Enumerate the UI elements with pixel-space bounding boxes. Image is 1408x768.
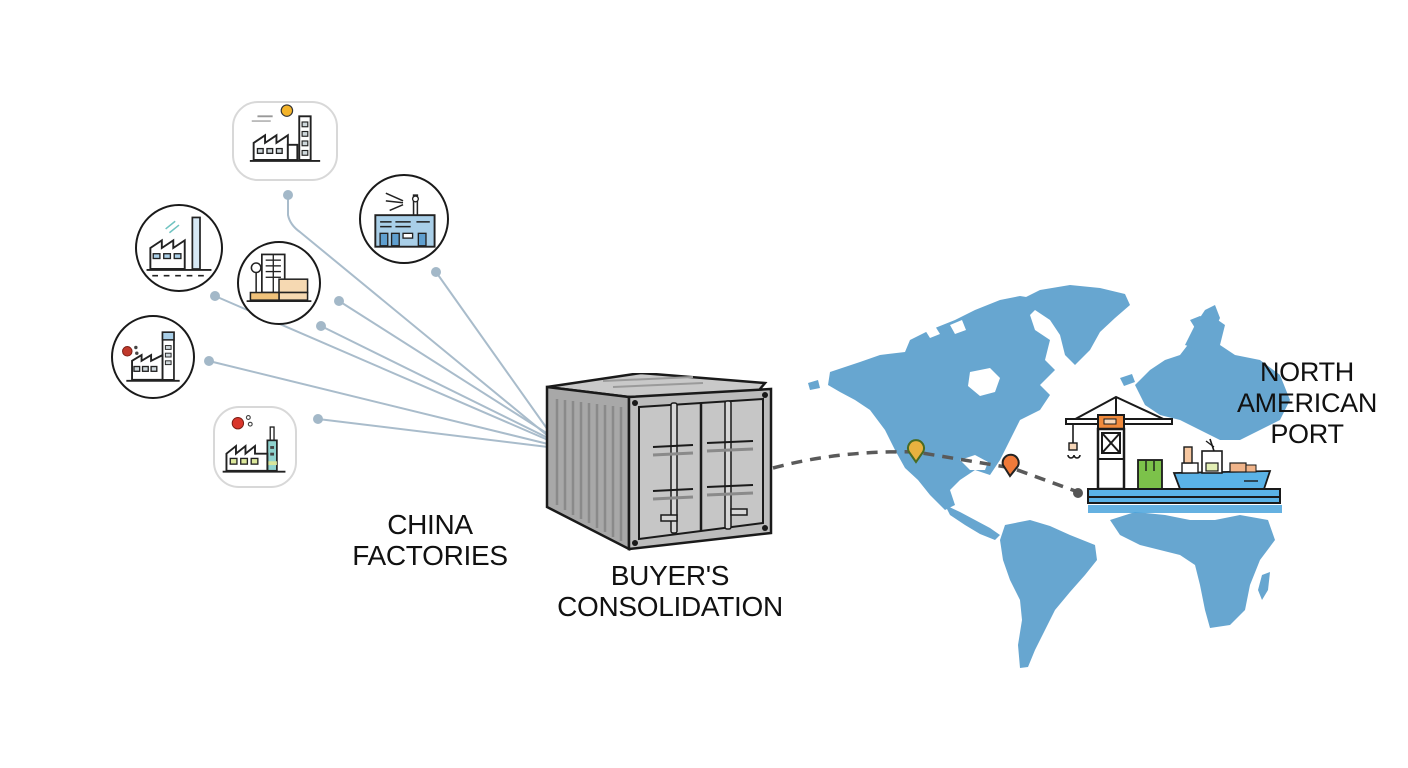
map-islands: [808, 380, 820, 390]
map-africa: [1110, 512, 1275, 628]
label-line: BUYER'S: [610, 560, 730, 591]
industrial-campus-icon: [246, 253, 312, 302]
connector-dot: [210, 291, 220, 301]
map-north-america: [828, 296, 1055, 510]
connector-dot: [316, 321, 326, 331]
factory-node-smog: [111, 315, 195, 399]
buyers-consolidation-label: BUYER'S CONSOLIDATION: [530, 560, 810, 622]
map-madagascar: [1258, 572, 1270, 600]
port-with-ship-icon: [1065, 395, 1282, 513]
connector-dot: [283, 190, 293, 200]
factory-with-chimney-icon: [146, 216, 212, 277]
connector-line: [208, 360, 549, 445]
map-south-america: [1000, 520, 1097, 668]
connector-line: [320, 325, 549, 439]
factory-node-campus: [237, 241, 321, 325]
route-end-dot-icon: [1073, 488, 1083, 498]
factory-with-red-smoke-icon: [222, 415, 286, 473]
label-line: CHINA: [387, 509, 473, 540]
label-line: FACTORIES: [352, 540, 508, 571]
connector-dot: [334, 296, 344, 306]
route-dashed-line: [772, 450, 1079, 494]
map-islands: [1190, 316, 1215, 328]
map-europe: [1135, 318, 1290, 440]
connector-dot: [431, 267, 441, 277]
connector-line: [317, 418, 549, 448]
connector-dot: [313, 414, 323, 424]
connector-line: [435, 271, 549, 431]
shipping-container-icon: [545, 373, 773, 552]
connector-dot: [204, 356, 214, 366]
connector-line: [287, 195, 549, 437]
china-factories-label: CHINA FACTORIES: [340, 509, 520, 571]
factory-node-sun: [232, 101, 338, 181]
map-greenland: [1020, 285, 1130, 365]
factory-with-sun-icon: [249, 104, 321, 162]
label-line: CONSOLIDATION: [557, 591, 783, 622]
map-pin-icon: [1001, 453, 1020, 478]
label-line: PORT: [1270, 419, 1344, 449]
factory-node-chimney: [135, 204, 223, 292]
north-american-port-label: NORTH AMERICAN PORT: [1222, 357, 1392, 450]
office-building-with-antenna-icon: [374, 192, 436, 248]
connector-line: [338, 300, 549, 435]
polluting-factory-icon: [122, 331, 180, 382]
label-line: NORTH: [1259, 357, 1354, 387]
map-pin-icon: [907, 439, 925, 464]
map-central-america: [945, 505, 1000, 540]
factory-node-red-smoke: [213, 406, 297, 488]
label-line: AMERICAN: [1236, 388, 1378, 418]
factory-node-tower: [359, 174, 449, 264]
map-iceland: [1120, 374, 1135, 386]
